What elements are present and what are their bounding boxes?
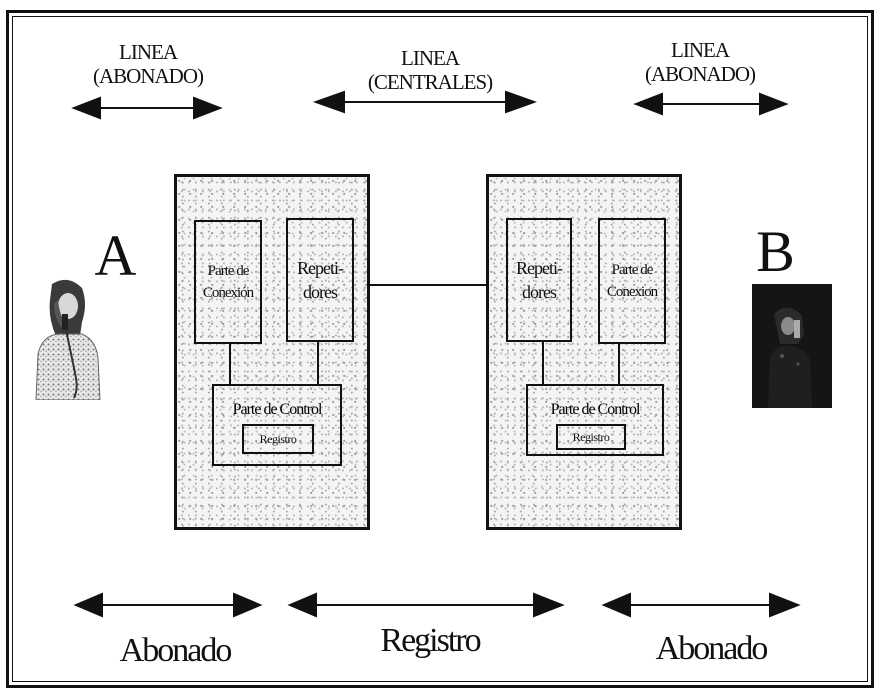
- person-b-on-phone-icon: [752, 284, 832, 408]
- bottom-center-arrow-head-right: [534, 594, 562, 616]
- subscriber-b-label: B: [750, 222, 800, 282]
- left-repeaters-label: Repeti- dores: [288, 256, 352, 304]
- top-left-arrow-head-left: [74, 98, 100, 118]
- top-left-label-line1: LINEA: [88, 40, 208, 64]
- top-left-arrow-head-right: [194, 98, 220, 118]
- left-repeaters: Repeti- dores: [286, 218, 354, 342]
- top-right-arrow-head-left: [636, 94, 662, 114]
- top-center-label-line1: LINEA: [355, 46, 505, 70]
- bottom-right-arrow-head-left: [604, 594, 630, 616]
- right-control-part-label: Parte de Control: [528, 401, 662, 419]
- left-connection-to-control-line: [229, 343, 231, 385]
- top-left-label: LINEA (ABONADO): [88, 40, 208, 88]
- left-connection-part: Parte de Conexión: [194, 220, 262, 344]
- left-connection-part-label: Parte de Conexión: [196, 260, 260, 304]
- bottom-right-arrow-head-right: [770, 594, 798, 616]
- bottom-center-label: Registro: [345, 622, 515, 660]
- top-center-arrow-head-right: [506, 92, 534, 112]
- top-center-label: LINEA (CENTRALES): [355, 46, 505, 94]
- subscriber-a-label: A: [90, 226, 140, 286]
- top-center-label-line2: (CENTRALES): [355, 70, 505, 94]
- top-center-arrow-head-left: [316, 92, 344, 112]
- bottom-left-label: Abonado: [100, 632, 250, 670]
- bottom-left-arrow-head-left: [76, 594, 102, 616]
- bottom-left-arrow-head-right: [234, 594, 260, 616]
- left-control-part: Parte de Control Registro: [212, 384, 342, 466]
- top-left-label-line2: (ABONADO): [88, 64, 208, 88]
- top-right-label: LINEA (ABONADO): [640, 38, 760, 86]
- right-repeaters: Repeti- dores: [506, 218, 572, 342]
- right-control-part: Parte de Control Registro: [526, 384, 664, 456]
- top-right-label-line2: (ABONADO): [640, 62, 760, 86]
- left-register: Registro: [242, 424, 314, 454]
- person-b-photo: [752, 284, 832, 408]
- right-connection-part: Parte de Conexion: [598, 218, 666, 344]
- right-register-label: Registro: [573, 430, 610, 445]
- top-right-label-line1: LINEA: [640, 38, 760, 62]
- bottom-right-label: Abonado: [636, 630, 786, 668]
- right-register: Registro: [556, 424, 626, 450]
- top-right-arrow-head-right: [760, 94, 786, 114]
- inter-exchange-trunk-line: [370, 284, 488, 286]
- left-register-label: Registro: [260, 432, 297, 447]
- right-connection-to-control-line: [618, 343, 620, 385]
- right-repeaters-label: Repeti- dores: [508, 256, 570, 304]
- right-repeaters-to-control-line: [542, 341, 544, 385]
- left-control-part-label: Parte de Control: [214, 401, 340, 419]
- bottom-center-arrow-head-left: [290, 594, 316, 616]
- left-repeaters-to-control-line: [317, 341, 319, 385]
- person-a-on-phone-icon: [32, 278, 104, 400]
- right-connection-part-label: Parte de Conexion: [600, 259, 664, 303]
